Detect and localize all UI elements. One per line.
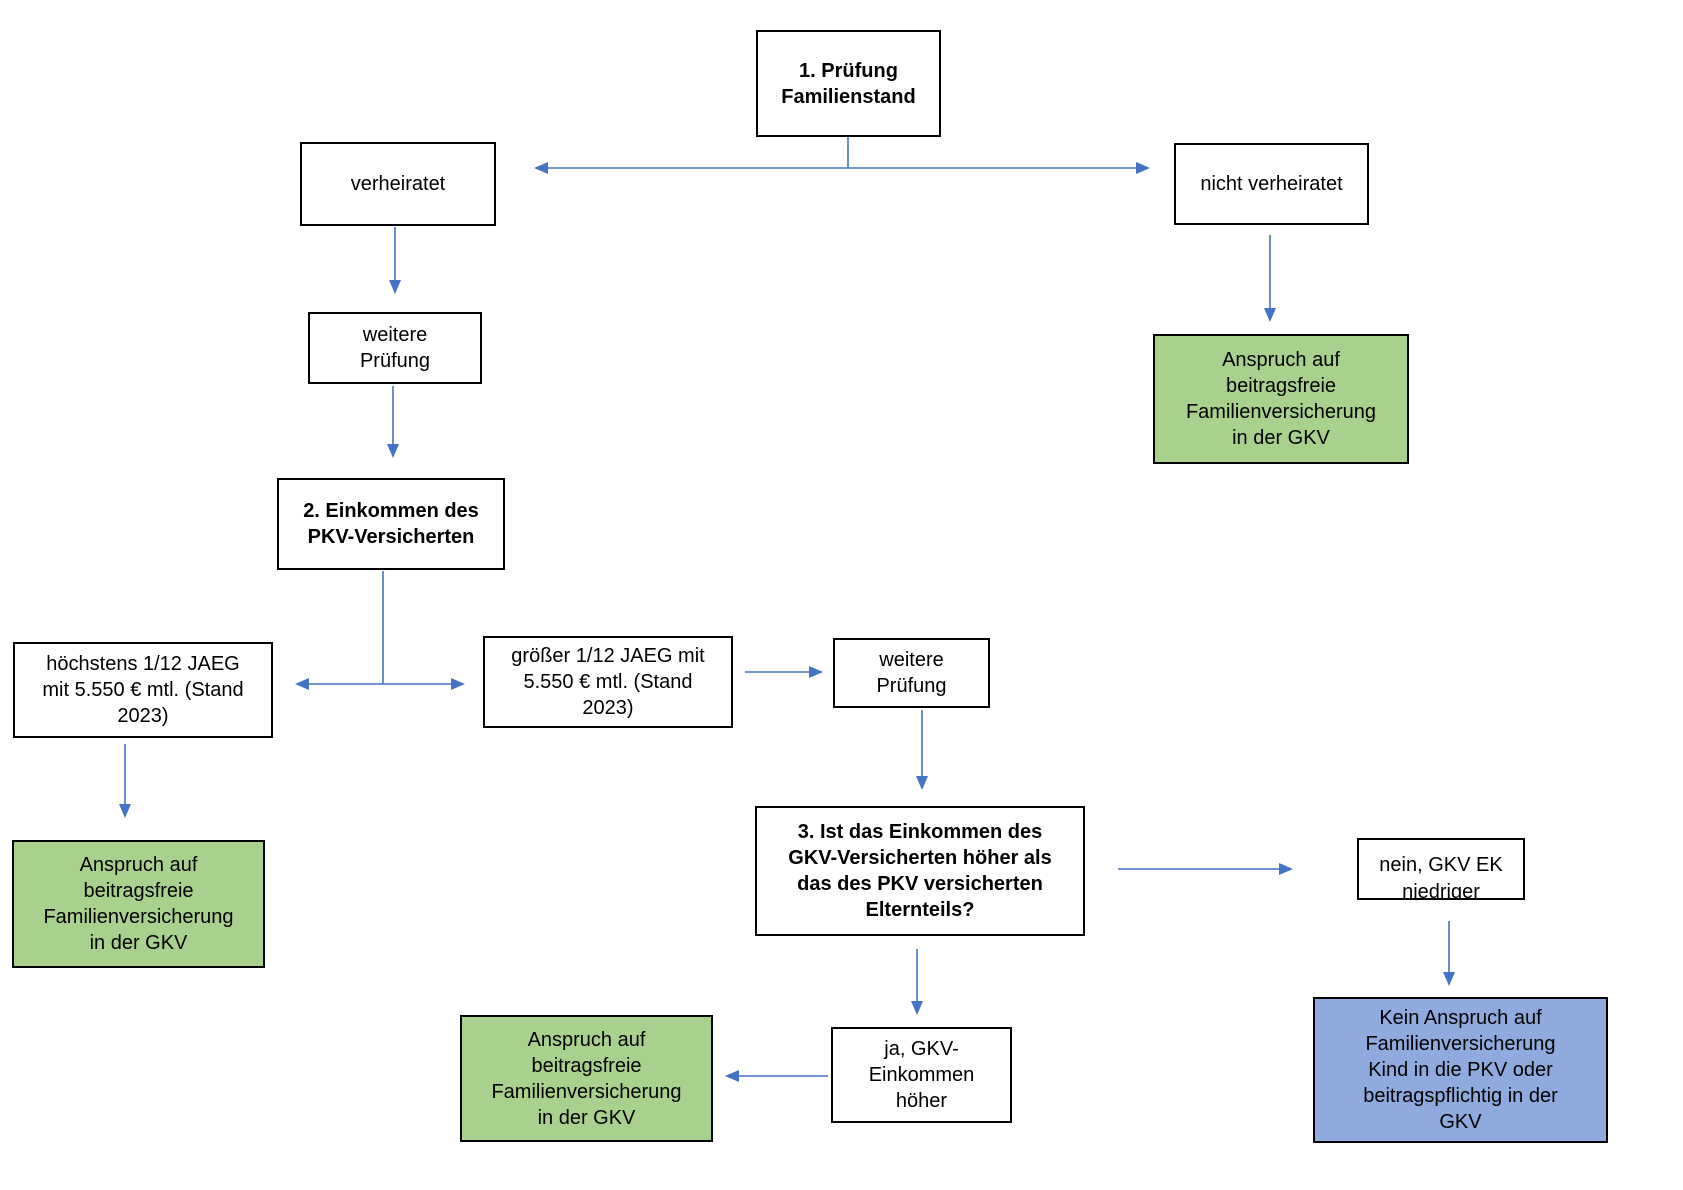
node-weitere-pruefung-1: weitere Prüfung [308,312,482,384]
node-hoechstens-jaeg: höchstens 1/12 JAEG mit 5.550 € mtl. (St… [13,642,273,738]
node-groesser-jaeg: größer 1/12 JAEG mit 5.550 € mtl. (Stand… [483,636,733,728]
node-step1-pruefung-familienstand: 1. Prüfung Familienstand [756,30,941,137]
node-nicht-verheiratet: nicht verheiratet [1174,143,1369,225]
node-anspruch-beitragsfrei-bottom: Anspruch auf beitragsfreie Familienversi… [460,1015,713,1142]
node-ja-gkv-einkommen-hoeher: ja, GKV-Einkommen höher [831,1027,1012,1123]
node-anspruch-beitragsfrei-top-right: Anspruch auf beitragsfreie Familienversi… [1153,334,1409,464]
node-weitere-pruefung-2: weitere Prüfung [833,638,990,708]
node-anspruch-beitragsfrei-mid-left: Anspruch auf beitragsfreie Familienversi… [12,840,265,968]
node-kein-anspruch-blue: Kein Anspruch auf Familienversicherung K… [1313,997,1608,1143]
node-step2-einkommen-pkv: 2. Einkommen des PKV-Versicherten [277,478,505,570]
node-verheiratet: verheiratet [300,142,496,226]
node-step3-einkommen-vergleich: 3. Ist das Einkommen des GKV-Versicherte… [755,806,1085,936]
node-nein-gkv-ek-niedriger: nein, GKV EK niedriger [1357,838,1525,900]
